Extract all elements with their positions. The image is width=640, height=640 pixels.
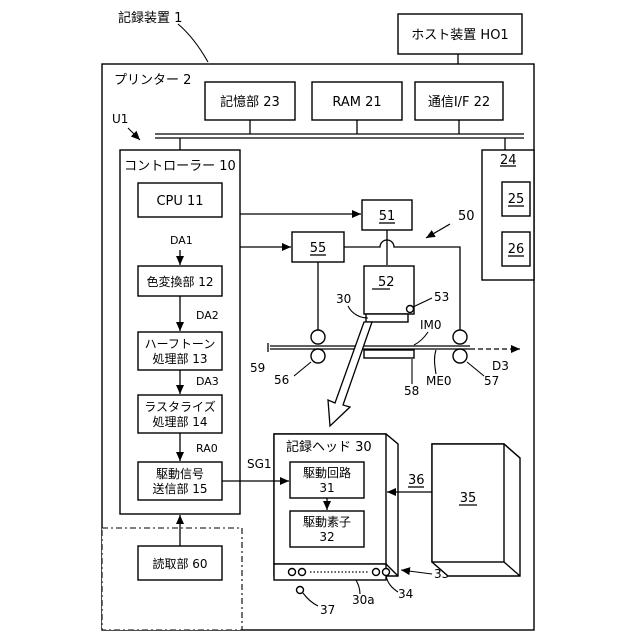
label-50: 50 [458, 209, 475, 224]
label-51: 51 [379, 209, 396, 224]
drive-signal-label-1: 駆動信号 [156, 467, 204, 481]
device-leader [178, 24, 208, 62]
platen [364, 350, 414, 358]
roller-upper-left [311, 330, 325, 344]
label-36: 36 [408, 473, 425, 488]
comm-label: 通信I/F 22 [428, 95, 490, 110]
label-34: 34 [398, 587, 413, 601]
drive-circuit-label-2: 31 [319, 481, 334, 495]
reader-label: 読取部 60 [152, 556, 207, 571]
drive-circuit-label-1: 駆動回路 [303, 465, 351, 480]
da2-label: DA2 [196, 309, 219, 322]
storage-label: 記憶部 23 [220, 94, 280, 110]
drive-signal-label-2: 送信部 15 [152, 481, 207, 496]
u1-label: U1 [112, 112, 128, 126]
drive-element-label-2: 32 [319, 530, 334, 544]
roller-lower-left [311, 349, 325, 363]
controller-label: コントローラー 10 [124, 159, 236, 174]
printer-label: プリンター 2 [114, 73, 191, 88]
sg1-label: SG1 [247, 457, 272, 471]
label-me0: ME0 [426, 374, 452, 388]
label-55: 55 [310, 241, 327, 256]
label-25: 25 [508, 192, 525, 207]
host-label: ホスト装置 HO1 [411, 28, 508, 43]
label-d3: D3 [492, 359, 509, 373]
label-im0: IM0 [420, 318, 442, 332]
halftone-label-1: ハーフトーン [145, 337, 216, 351]
label-30a: 30a [352, 593, 375, 607]
label-37: 37 [320, 603, 335, 617]
raster-label-1: ラスタライズ [144, 399, 215, 414]
label-58: 58 [404, 384, 419, 398]
halftone-label-2: 処理部 13 [152, 351, 207, 366]
label-57: 57 [484, 374, 499, 388]
drive-element-label-1: 駆動素子 [303, 515, 351, 529]
device-label: 記録装置 1 [118, 10, 182, 26]
label-30: 30 [336, 292, 351, 306]
label-53: 53 [434, 290, 449, 304]
color-conv-label: 色変換部 12 [146, 274, 213, 289]
label-35: 35 [460, 491, 477, 506]
label-56: 56 [274, 373, 289, 387]
da1-label: DA1 [170, 234, 193, 247]
print-head-block [366, 314, 408, 322]
roller-upper-right [453, 330, 467, 344]
ra0-label: RA0 [196, 442, 218, 455]
label-59: 59 [250, 361, 265, 375]
label-26: 26 [508, 242, 525, 257]
roller-lower-right [453, 349, 467, 363]
ram-label: RAM 21 [332, 95, 381, 110]
head-label: 記録ヘッド 30 [286, 439, 372, 455]
da3-label: DA3 [196, 375, 219, 388]
label-52: 52 [378, 275, 395, 290]
cpu-label: CPU 11 [156, 194, 203, 209]
raster-label-2: 処理部 14 [152, 414, 207, 429]
